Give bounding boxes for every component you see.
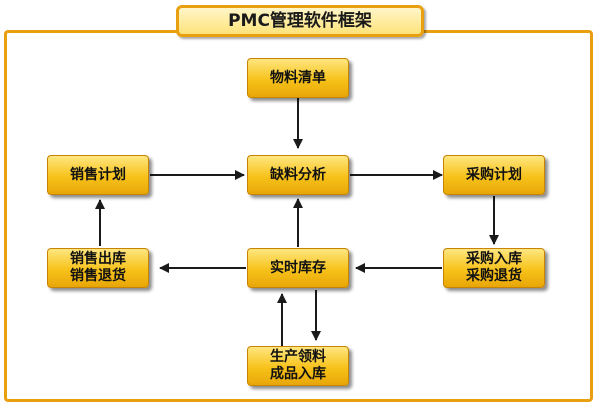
node-inventory: 实时库存 — [247, 248, 349, 288]
node-purchase-plan: 采购计划 — [443, 155, 545, 195]
node-sales-out: 销售出库 销售退货 — [47, 248, 149, 288]
node-purchase-in: 采购入库 采购退货 — [443, 248, 545, 288]
diagram-title: PMC管理软件框架 — [176, 5, 424, 37]
node-production: 生产领料 成品入库 — [247, 346, 349, 386]
node-shortage-analysis: 缺料分析 — [247, 155, 349, 195]
node-sales-plan: 销售计划 — [47, 155, 149, 195]
node-bom: 物料清单 — [247, 58, 349, 98]
